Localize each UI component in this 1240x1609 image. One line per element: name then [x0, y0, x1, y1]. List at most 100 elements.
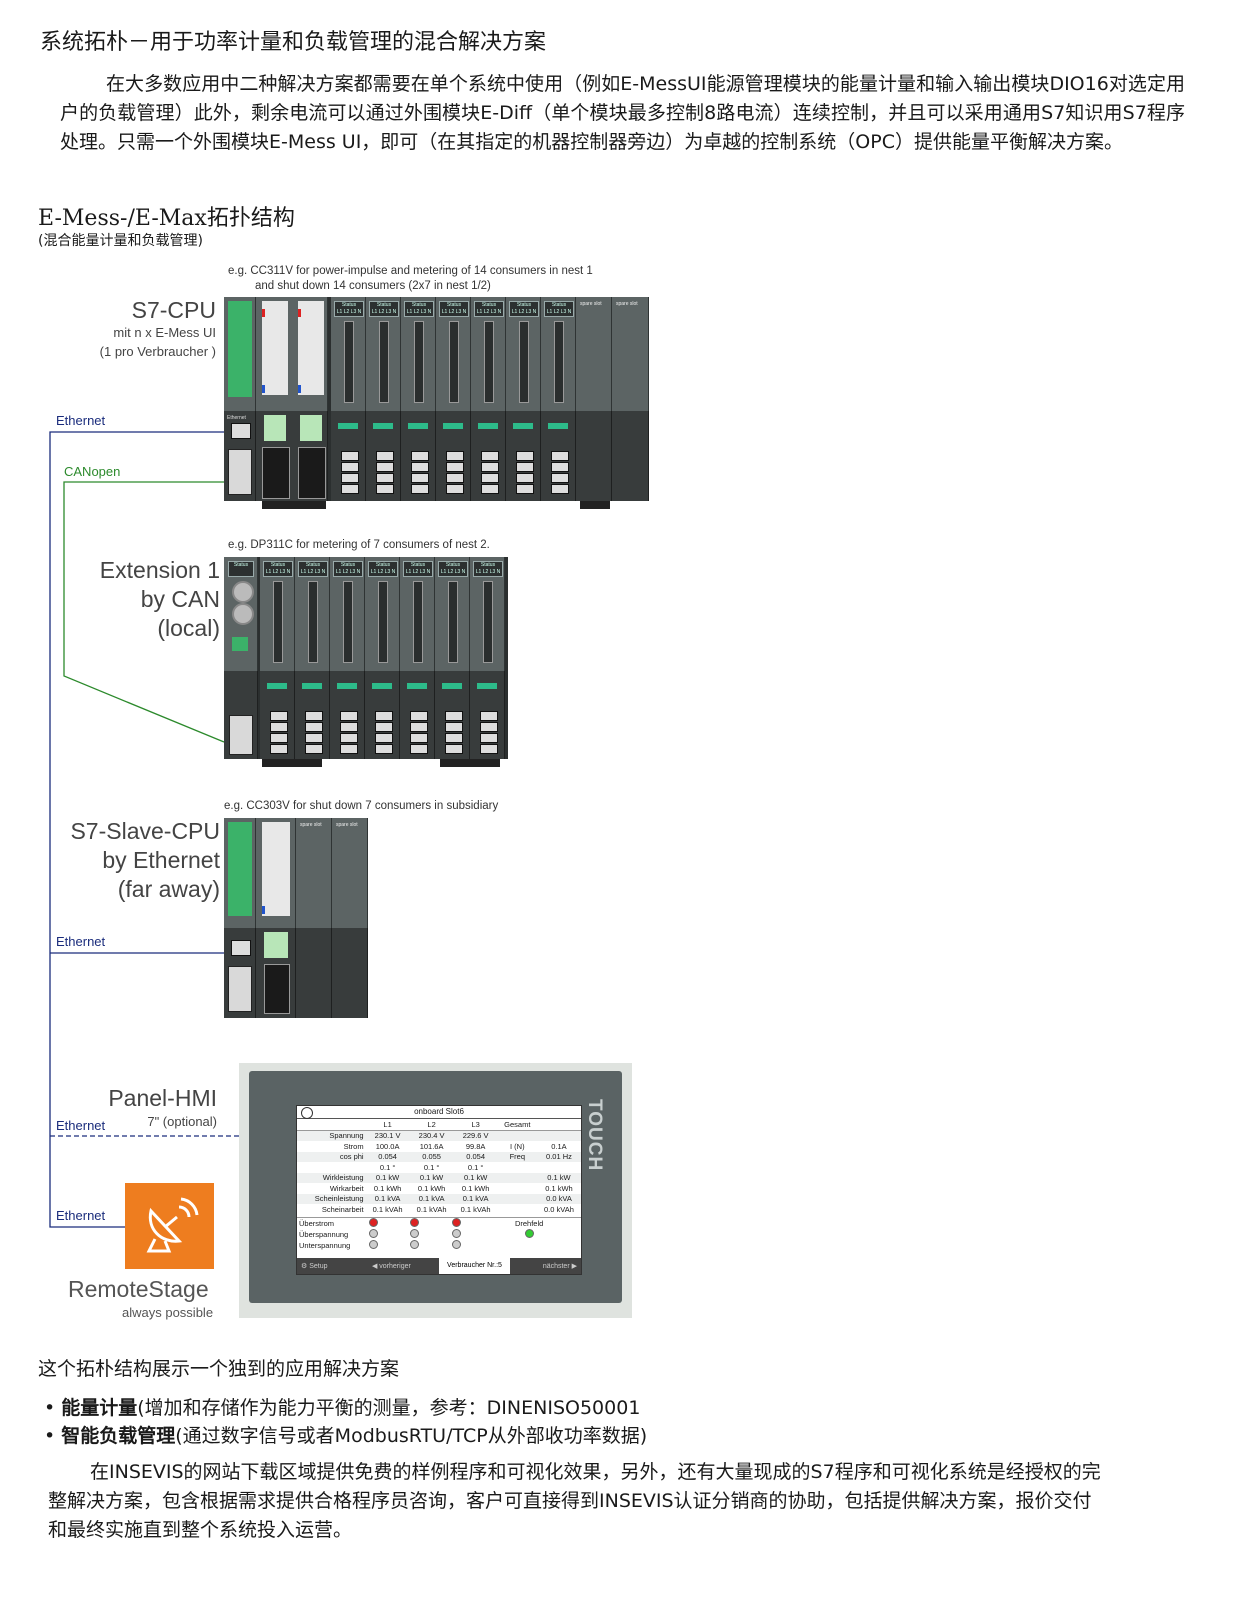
topology-subtitle: (混合能量计量和负载管理) [38, 233, 203, 249]
alarm-row: Überspannung [297, 1228, 581, 1240]
emess-terminal [400, 671, 435, 759]
bullet-energy: • 能量计量(增加和存储作为能力平衡的测量，参考：DINENISO50001 [44, 1397, 641, 1419]
panel-name: Panel-HMI [108, 1085, 217, 1111]
emess-terminal [260, 671, 295, 759]
emess-terminal [541, 411, 576, 501]
emess-terminal [365, 671, 400, 759]
emess-terminal [330, 671, 365, 759]
emess-terminal [366, 411, 401, 501]
bullet-load: • 智能负载管理(通过数字信号或者ModbusRTU/TCP从外部收功率数据) [44, 1425, 648, 1447]
rack2-name-1: Extension 1 [99, 557, 220, 583]
emess-terminal [470, 671, 505, 759]
table-row: 0.1 °0.1 °0.1 ° [379, 1162, 484, 1172]
rack3-caption: e.g. CC303V for shut down 7 consumers in… [224, 800, 499, 812]
intro-paragraph: 在大多数应用中二种解决方案都需要在单个系统中使用（例如E-MessUI能源管理模… [60, 73, 1185, 153]
panel-sub: 7" (optional) [147, 1114, 217, 1129]
emess-terminal [471, 411, 506, 501]
emess-terminal [506, 411, 541, 501]
screen-title: onboard Slot6 [414, 1107, 464, 1116]
outro-paragraph: 在INSEVIS的网站下载区域提供免费的样例程序和可视化效果，另外，还有大量现成… [48, 1461, 1101, 1541]
remote-stage-sub: always possible [122, 1305, 214, 1320]
rack1-io-module [256, 297, 328, 411]
next-button[interactable]: nächster ▶ [542, 1263, 577, 1270]
consumer-number: Verbraucher Nr.:5 [439, 1258, 510, 1274]
remote-stage-tile [125, 1183, 214, 1269]
canopen-line [63, 481, 225, 743]
rack1-io-bottom [256, 411, 328, 501]
rack1-caption-1: e.g. CC311V for power-impulse and meteri… [228, 265, 593, 277]
rack2-din-foot-2 [440, 759, 500, 767]
rack3-name-3: (far away) [117, 876, 220, 902]
ethernet-label-2: Ethernet [56, 934, 106, 949]
alarm-row: Unterspannung [297, 1239, 581, 1251]
rack2-name-2: by CAN [140, 586, 220, 612]
rack2-din-foot-1 [262, 759, 322, 767]
remote-stage-name: RemoteStage [68, 1276, 209, 1302]
rack1-spare-slot-2: spare slot [612, 297, 649, 411]
rack3-name-1: S7-Slave-CPU [70, 818, 220, 844]
rack1-cpu-module [224, 297, 256, 411]
gauge-icon [301, 1107, 313, 1119]
rack1-sub2: (1 pro Verbraucher ) [99, 344, 216, 359]
prev-button[interactable]: ◀ vorheriger [371, 1263, 411, 1270]
setup-button[interactable]: ⚙ Setup [301, 1263, 328, 1270]
rack1-din-foot-1 [262, 501, 326, 509]
ethernet-label-4: Ethernet [56, 1208, 106, 1223]
emess-terminal [436, 411, 471, 501]
rack3-device: spare slot spare slot [224, 818, 368, 1018]
page-heading: 系统拓朴－用于功率计量和负载管理的混合解决方案 [40, 30, 547, 55]
rack2-coupler-module: Status [224, 557, 258, 671]
rack3-spare-slot-2: spare slot [332, 818, 368, 928]
emess-terminal [401, 411, 436, 501]
emess-terminal [331, 411, 366, 501]
rack2-name-3: (local) [157, 615, 220, 641]
emess-terminal [295, 671, 330, 759]
rack3-spare-slot-1: spare slot [296, 818, 332, 928]
ethernet-trunk [49, 431, 224, 1228]
panel-brand: TOUCH [584, 1099, 605, 1172]
rack2-caption: e.g. DP311C for metering of 7 consumers … [228, 539, 490, 551]
satellite-dish-icon [146, 1197, 199, 1253]
ethernet-label-3: Ethernet [56, 1118, 106, 1133]
ethernet-label-1: Ethernet [56, 413, 106, 428]
rack1-name: S7-CPU [131, 297, 216, 323]
rack3-name-2: by Ethernet [102, 847, 220, 873]
rack1-caption-2: and shut down 14 consumers (2x7 in nest … [255, 280, 491, 292]
screen-footer: ⚙ Setup ◀ vorheriger Verbraucher Nr.:5 n… [297, 1258, 581, 1274]
topology-title: E-Mess-/E-Max拓扑结构 [38, 206, 295, 231]
canopen-label: CANopen [64, 464, 121, 479]
rack1-cpu-bottom: Ethernet [224, 411, 256, 501]
rack1-sub1: mit n x E-Mess UI [113, 325, 216, 340]
emess-terminal [435, 671, 470, 759]
